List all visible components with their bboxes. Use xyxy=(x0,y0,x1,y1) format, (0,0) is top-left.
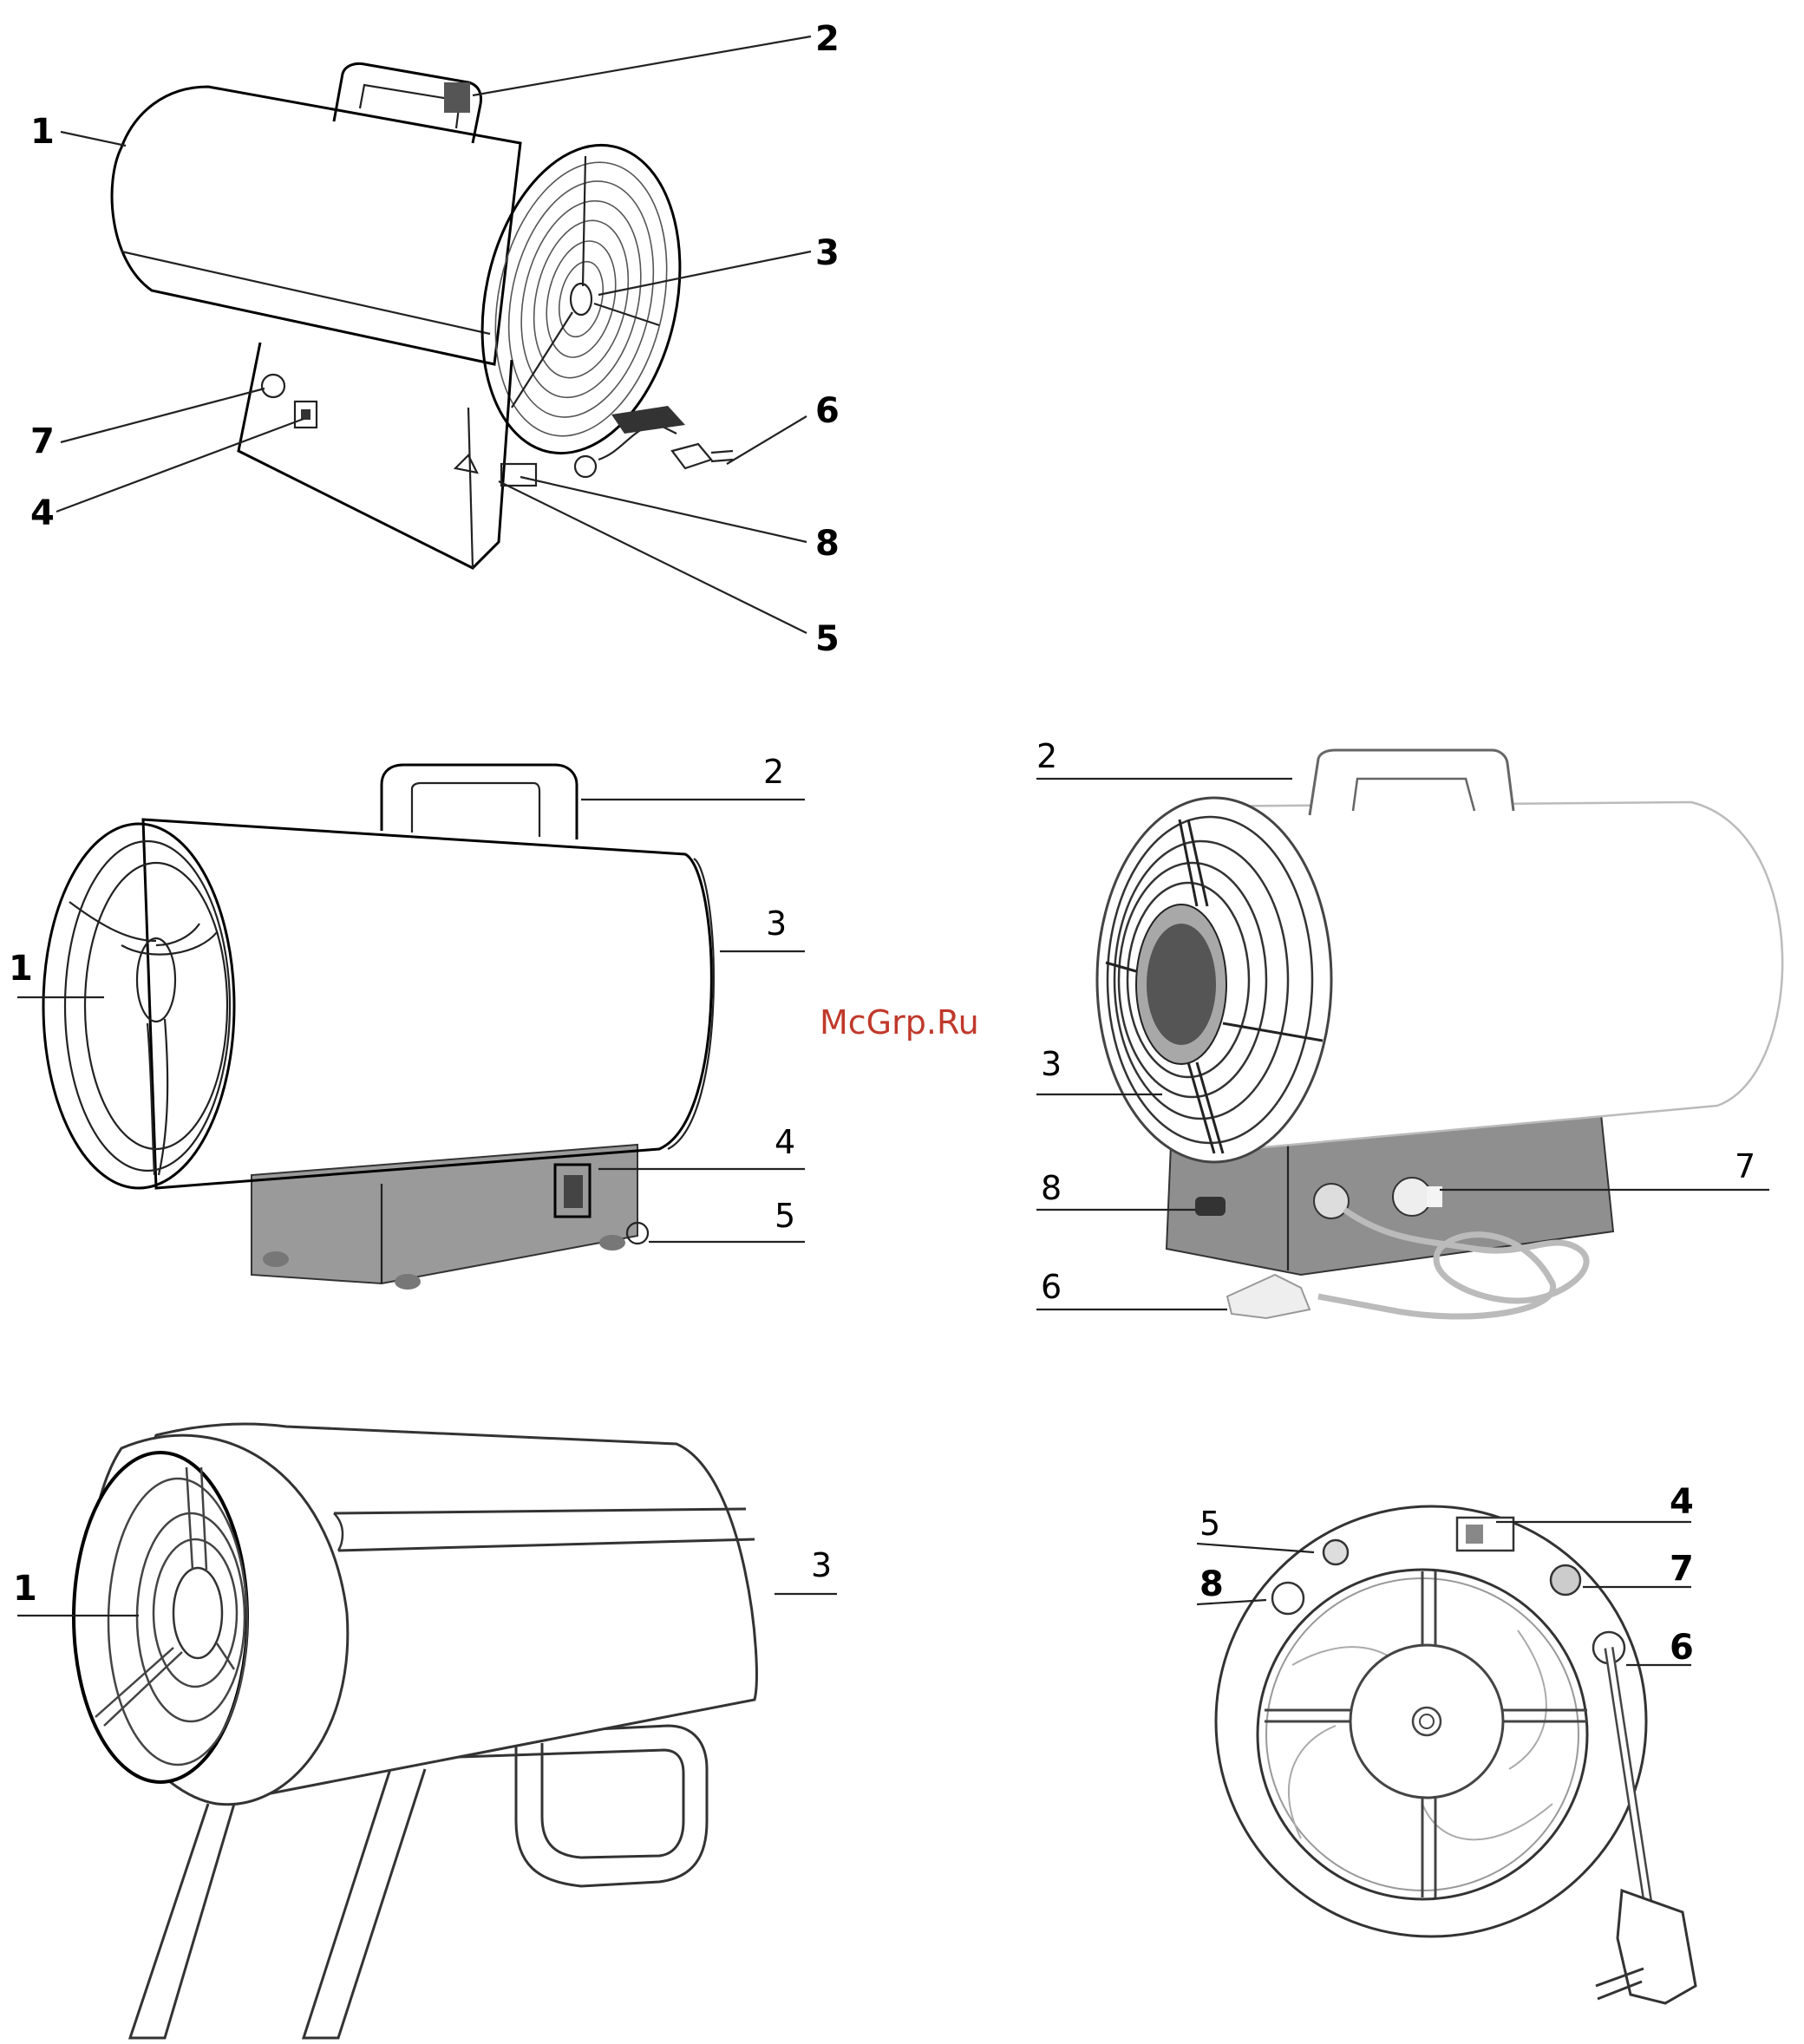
fig3-label-3: 3 xyxy=(1041,1045,1062,1083)
fig1-label-8: 8 xyxy=(815,524,840,564)
fig5-label-7: 7 xyxy=(1670,1549,1694,1589)
fig1-label-4: 4 xyxy=(30,493,55,533)
fig1-label-1: 1 xyxy=(30,112,55,152)
fig3-label-8: 8 xyxy=(1041,1169,1062,1207)
fig1-label-2: 2 xyxy=(815,19,840,59)
fig2-label-2: 2 xyxy=(763,753,784,791)
figure-4-heater-on-stand: 1 3 xyxy=(13,1424,837,2038)
fig5-label-4: 4 xyxy=(1670,1482,1694,1522)
fig1-label-5: 5 xyxy=(815,619,840,659)
fig3-label-6: 6 xyxy=(1041,1268,1062,1306)
fig1-label-6: 6 xyxy=(815,391,840,431)
fig1-label-7: 7 xyxy=(30,421,55,461)
fig2-label-4: 4 xyxy=(775,1123,795,1161)
fig4-label-3: 3 xyxy=(811,1546,832,1584)
fig4-label-1: 1 xyxy=(13,1569,37,1609)
fig2-label-5: 5 xyxy=(775,1197,795,1235)
fig2-label-3: 3 xyxy=(766,904,787,943)
figure-1-heater-isometric: 1 2 3 6 7 4 8 5 xyxy=(30,19,840,659)
fig5-label-6: 6 xyxy=(1670,1628,1694,1668)
fig1-label-3: 3 xyxy=(815,233,840,273)
fig3-label-2: 2 xyxy=(1036,737,1057,775)
watermark-text: McGrp.Ru xyxy=(820,1003,979,1042)
figure-5-heater-rear-view: 5 4 8 7 6 xyxy=(1197,1482,1696,2003)
fig2-label-1: 1 xyxy=(9,949,33,989)
figure-3-heater-front-view: 2 3 8 7 6 xyxy=(1036,737,1782,1318)
fig3-label-7: 7 xyxy=(1735,1147,1755,1185)
figure-2-heater-side-view: 2 3 1 4 5 xyxy=(9,753,805,1290)
fig5-label-8: 8 xyxy=(1199,1564,1224,1604)
fig5-label-5: 5 xyxy=(1199,1505,1220,1543)
